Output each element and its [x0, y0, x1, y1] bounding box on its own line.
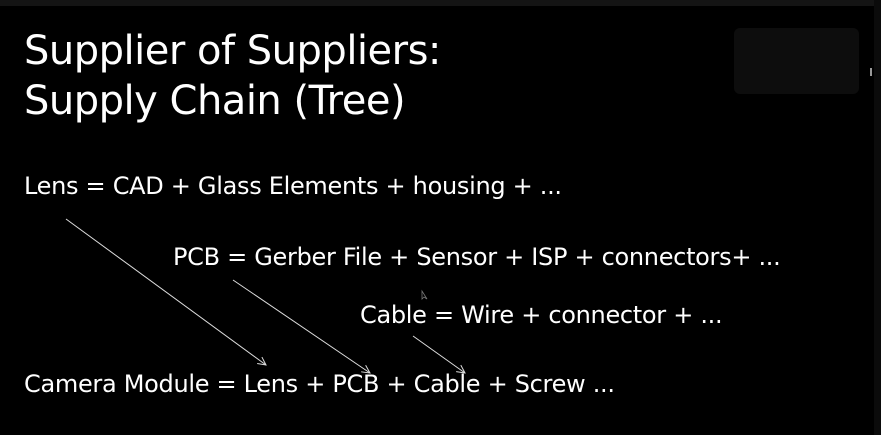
- arrow-lens: [65, 218, 266, 365]
- title-line-1: Supplier of Suppliers:: [24, 28, 441, 74]
- arrow-cable: [412, 335, 465, 373]
- video-overlay-panel: [734, 28, 859, 94]
- slide-title: Supplier of Suppliers: Supply Chain (Tre…: [24, 26, 441, 126]
- arrow-pcb: [232, 279, 370, 373]
- title-line-2: Supply Chain (Tree): [24, 78, 406, 124]
- lens-equation: Lens = CAD + Glass Elements + housing + …: [24, 172, 562, 200]
- scrollbar-track[interactable]: [874, 0, 881, 435]
- pcb-equation: PCB = Gerber File + Sensor + ISP + conne…: [173, 243, 781, 271]
- mouse-cursor-icon: [421, 289, 428, 300]
- top-bar: [0, 0, 881, 6]
- camera-module-equation: Camera Module = Lens + PCB + Cable + Scr…: [24, 370, 615, 398]
- scrollbar-thumb[interactable]: [870, 68, 872, 76]
- cable-equation: Cable = Wire + connector + ...: [360, 301, 723, 329]
